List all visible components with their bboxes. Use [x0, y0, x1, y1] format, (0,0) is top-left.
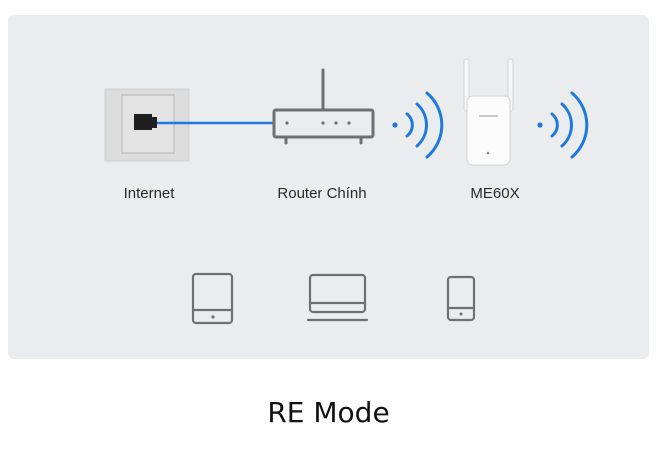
- tablet-icon: [191, 272, 234, 325]
- smartphone-icon: [446, 275, 476, 322]
- range-extender-icon: [463, 58, 514, 166]
- wifi-signal-icon: [537, 91, 589, 159]
- diagram-panel: Internet Router Chính ME60X: [8, 15, 649, 359]
- mode-caption: RE Mode: [267, 396, 390, 429]
- node-label-extender: ME60X: [470, 185, 520, 202]
- router-icon: [272, 68, 375, 145]
- laptop-icon: [306, 273, 369, 322]
- wall-ethernet-port-icon: [104, 88, 190, 162]
- diagram-canvas: [104, 58, 589, 325]
- node-label-internet: Internet: [123, 185, 175, 202]
- node-label-main-router: Router Chính: [277, 185, 367, 202]
- wifi-signal-icon: [392, 91, 444, 159]
